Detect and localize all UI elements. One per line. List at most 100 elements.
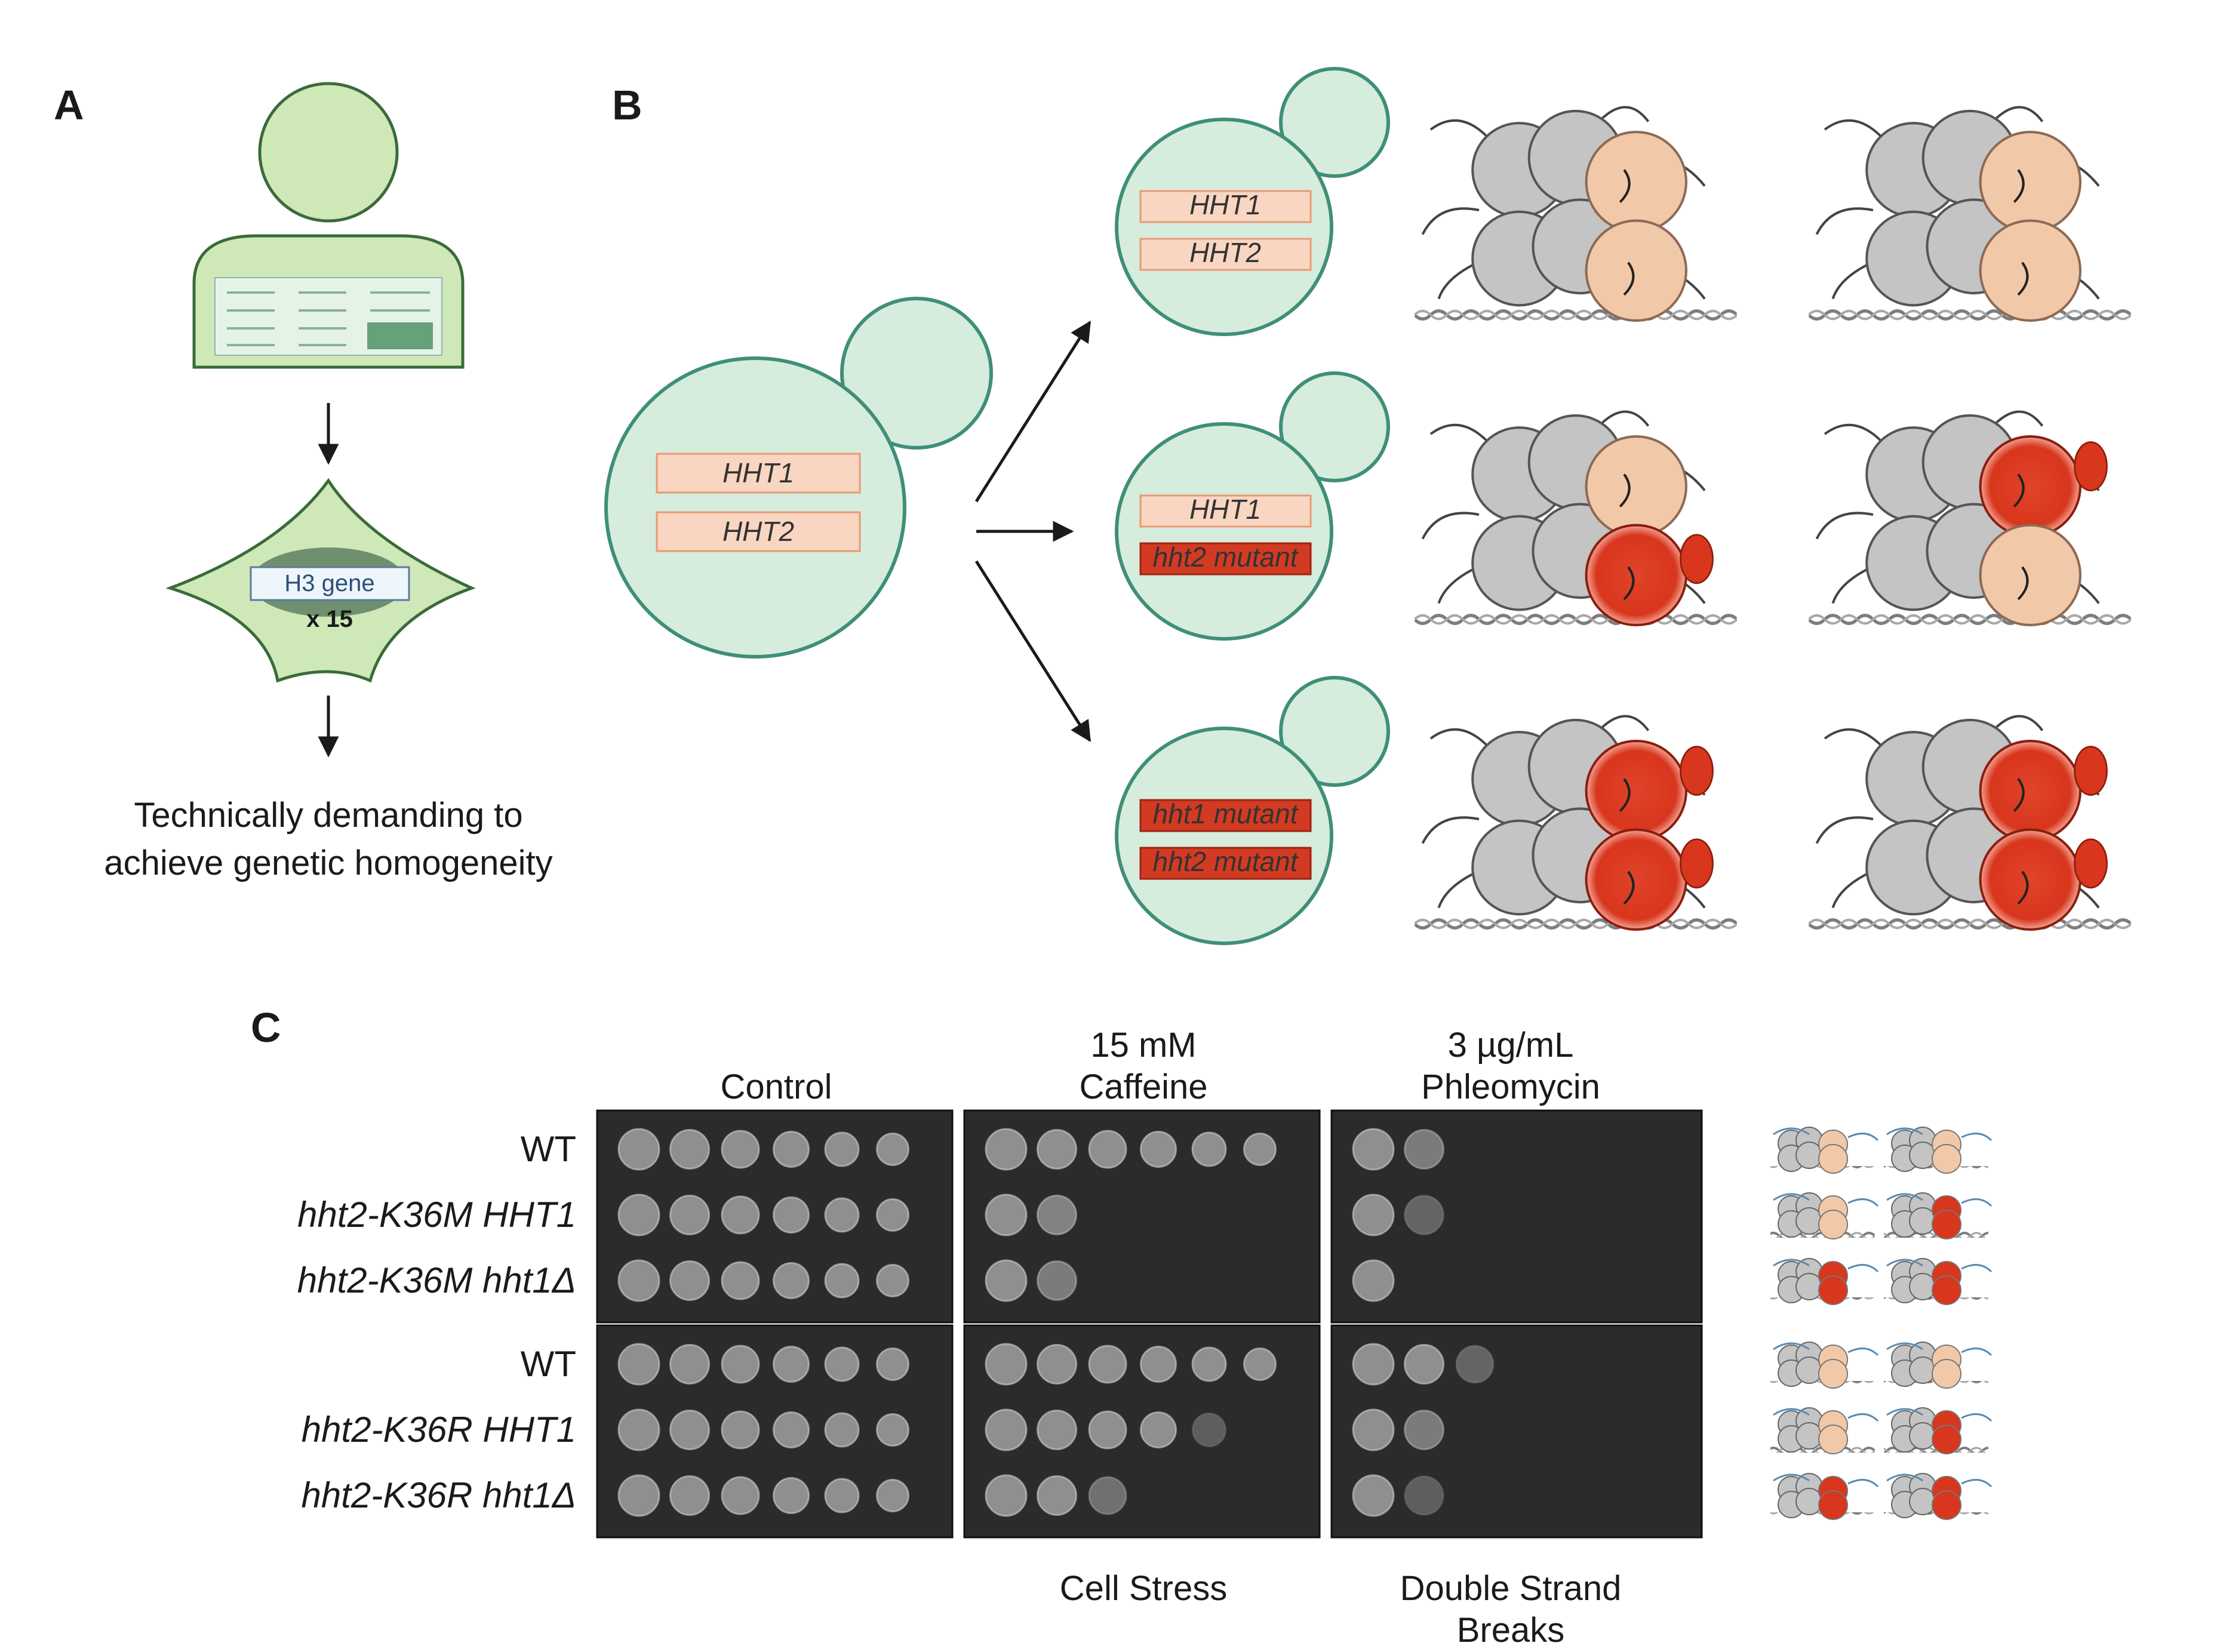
colony-spot — [1088, 1410, 1127, 1450]
mini-nucleosome-icons — [1770, 1127, 1993, 1520]
daughter-3-gene-label-2: hht2 mutant — [1153, 846, 1299, 877]
colony-spot — [773, 1131, 810, 1168]
strain-label-g2-r2: hht2-K36R HHT1 — [302, 1410, 576, 1450]
colony-spot — [985, 1128, 1028, 1171]
colony-spot — [1088, 1345, 1127, 1384]
nucleosome-row1-right — [1809, 106, 2131, 325]
mini-nucleosome-g1-r1-2 — [1884, 1127, 1993, 1174]
daughter-2-gene-box-2 — [1139, 542, 1312, 576]
daughter-1-gene-label-1: HHT1 — [1189, 189, 1261, 220]
parent-gene-box-1 — [656, 453, 861, 494]
colony-spot — [1243, 1133, 1277, 1166]
panel-a-caption-line2: achieve genetic homogeneity — [104, 844, 552, 882]
colony-spot — [669, 1344, 710, 1385]
colony-spot — [824, 1346, 860, 1382]
mini-nucleosome-g2-r3-2 — [1884, 1473, 1993, 1520]
mini-nucleosome-g1-r2-1 — [1770, 1192, 1879, 1239]
colony-spot — [1191, 1346, 1227, 1382]
daughter-2-gene-label-1: HHT1 — [1189, 494, 1261, 525]
colony-spot — [1404, 1410, 1444, 1450]
colony-spot — [721, 1261, 760, 1300]
colony-spot — [1037, 1475, 1077, 1516]
colony-spot — [617, 1474, 660, 1517]
colony-spot — [773, 1411, 810, 1448]
colony-spot — [721, 1476, 760, 1515]
h3-gene-box — [250, 566, 410, 601]
colony-spot — [985, 1259, 1028, 1302]
colony-spot — [1352, 1408, 1395, 1451]
colony-spot — [1088, 1130, 1127, 1169]
condition-caffeine-line1: 15 mM — [1090, 1026, 1196, 1065]
colony-spot — [985, 1193, 1028, 1236]
mini-nucleosome-g1-r3-1 — [1770, 1258, 1879, 1305]
mini-nucleosome-g1-r1-1 — [1770, 1127, 1879, 1174]
panel-a-letter: A — [54, 82, 84, 128]
colony-spot — [1352, 1259, 1395, 1302]
colony-spot — [773, 1262, 810, 1299]
strain-label-g1-r2: hht2-K36M HHT1 — [297, 1195, 576, 1235]
daughter-2-gene-label-2: hht2 mutant — [1153, 542, 1299, 573]
colony-spot — [1088, 1476, 1127, 1515]
colony-spot — [721, 1345, 760, 1384]
colony-spot — [876, 1348, 909, 1381]
arrow-b-top — [974, 321, 1092, 503]
colony-spot — [669, 1260, 710, 1301]
nucleosome-row3-right — [1809, 715, 2131, 934]
animal-cell: H3 gene x 15 — [165, 478, 476, 683]
strain-label-g2-r1: WT — [521, 1344, 576, 1384]
spot-plates — [596, 1109, 1703, 1539]
panel-a-caption-line1: Technically demanding to — [134, 796, 522, 835]
colony-spot — [1404, 1195, 1444, 1235]
nucleosome-row2-right — [1809, 410, 2131, 629]
colony-spot — [1037, 1129, 1077, 1170]
h3-gene-label: H3 gene — [284, 570, 374, 596]
colony-spot — [1140, 1411, 1177, 1448]
daughter-cell-2: HHT1 hht2 mutant — [1115, 371, 1390, 641]
colony-spot — [1140, 1131, 1177, 1168]
colony-spot — [1352, 1193, 1395, 1236]
nucleosome-row2-left — [1415, 410, 1737, 629]
daughter-3-gene-label-1: hht1 mutant — [1153, 798, 1299, 829]
parent-gene-label-2: HHT2 — [722, 516, 794, 547]
colony-spot — [824, 1263, 860, 1299]
nucleosome-panel — [1415, 106, 2131, 934]
parent-yeast-cell: HHT1 HHT2 — [604, 297, 993, 659]
colony-spot — [1037, 1410, 1077, 1450]
condition-phleomycin-line1: 3 µg/mL — [1448, 1026, 1574, 1065]
mini-nucleosome-g1-r3-2 — [1884, 1258, 1993, 1305]
colony-spot — [1140, 1346, 1177, 1383]
daughter-cell-3: hht1 mutant hht2 mutant — [1115, 676, 1390, 945]
colony-spot — [773, 1477, 810, 1514]
label-double-strand-line1: Double Strand — [1400, 1569, 1622, 1608]
colony-spot — [1191, 1412, 1227, 1448]
mini-nucleosome-g1-r2-2 — [1884, 1192, 1993, 1239]
colony-spot — [985, 1343, 1028, 1386]
panel-b-letter: B — [612, 82, 642, 128]
daughter-2-gene-box-1 — [1139, 494, 1312, 528]
colony-spot — [1037, 1195, 1077, 1235]
mini-nucleosome-g2-r1-2 — [1884, 1342, 1993, 1389]
arrow-b-bottom — [974, 560, 1092, 742]
colony-spot — [1352, 1343, 1395, 1386]
researcher-figure — [192, 82, 465, 369]
colony-spot — [721, 1195, 760, 1235]
label-double-strand-line2: Breaks — [1457, 1611, 1565, 1650]
colony-spot — [617, 1259, 660, 1302]
colony-spot — [824, 1197, 860, 1233]
parent-gene-box-2 — [656, 511, 861, 552]
daughter-1-gene-box-1 — [1139, 190, 1312, 223]
colony-spot — [773, 1196, 810, 1233]
condition-phleomycin-line2: Phleomycin — [1421, 1068, 1600, 1106]
colony-spot — [721, 1410, 760, 1450]
colony-spot — [669, 1475, 710, 1516]
strain-label-g2-r3: hht2-K36R hht1Δ — [301, 1475, 576, 1515]
colony-spot — [824, 1412, 860, 1448]
colony-spot — [617, 1408, 660, 1451]
condition-control: Control — [721, 1068, 832, 1106]
colony-spot — [669, 1410, 710, 1450]
mini-nucleosome-g2-r2-1 — [1770, 1407, 1879, 1454]
strain-label-g1-r3: hht2-K36M hht1Δ — [297, 1260, 576, 1300]
colony-spot — [1404, 1129, 1444, 1170]
